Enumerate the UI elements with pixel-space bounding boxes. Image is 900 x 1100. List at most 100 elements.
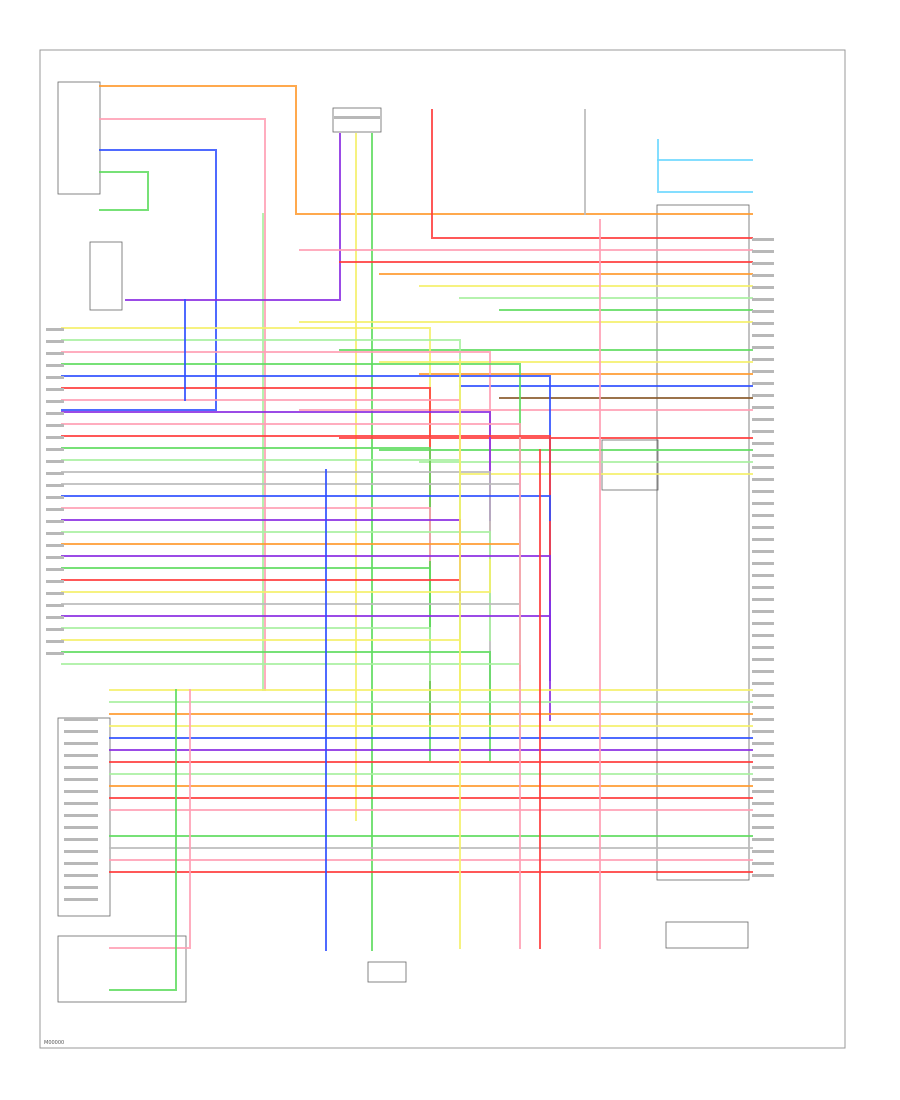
pin-mark-right: [752, 694, 774, 697]
pin-mark-right: [752, 874, 774, 877]
diagram-frame: [39, 49, 846, 1049]
wire-layer: [61, 85, 753, 991]
pin-mark-right: [752, 706, 774, 709]
pin-mark-right: [752, 574, 774, 577]
pin-mark-left: [46, 604, 64, 607]
wire-left-4: [61, 375, 551, 681]
module-label-mark: [334, 116, 380, 119]
wire-top-orange: [99, 85, 753, 215]
pin-mark-right: [752, 658, 774, 661]
wire-v-left-b: [109, 689, 177, 991]
switch-assembly-top-left: [57, 81, 101, 195]
pin-mark-right: [752, 586, 774, 589]
pin-mark-right: [752, 862, 774, 865]
pin-mark-left-lower: [64, 838, 98, 841]
pin-mark-right: [752, 250, 774, 253]
pin-mark-left: [46, 328, 64, 331]
pin-mark-right: [752, 550, 774, 553]
sensor-block-left: [89, 241, 123, 311]
pin-mark-right: [752, 262, 774, 265]
pin-mark-left: [46, 436, 64, 439]
pin-mark-left-lower: [64, 886, 98, 889]
pin-mark-right: [752, 418, 774, 421]
wire-left-9: [61, 435, 551, 601]
ecu-connector-right: [656, 204, 750, 881]
pin-mark-left-lower: [64, 730, 98, 733]
pin-mark-right: [752, 838, 774, 841]
wire-left-20: [61, 567, 431, 761]
pin-mark-left-lower: [64, 850, 98, 853]
module-top-center: [332, 107, 382, 133]
pin-mark-left: [46, 364, 64, 367]
pin-mark-left-lower: [64, 826, 98, 829]
pin-mark-right: [752, 322, 774, 325]
pin-mark-right: [752, 490, 774, 493]
pin-mark-left: [46, 580, 64, 583]
pin-mark-right: [752, 754, 774, 757]
pin-mark-left: [46, 568, 64, 571]
wire-left-15: [61, 507, 431, 561]
wire-left-14: [61, 495, 551, 521]
wire-left-22: [61, 559, 491, 593]
wire-red-top: [431, 109, 753, 239]
pin-mark-left-lower: [64, 898, 98, 901]
pin-mark-right: [752, 766, 774, 769]
wire-left-3: [61, 363, 521, 641]
pin-mark-left: [46, 520, 64, 523]
pin-mark-left: [46, 340, 64, 343]
pin-mark-left: [46, 556, 64, 559]
pin-mark-left-lower: [64, 718, 98, 721]
pin-mark-left: [46, 388, 64, 391]
wire-top-blue: [61, 149, 217, 411]
pin-mark-right: [752, 346, 774, 349]
wire-left-11: [61, 459, 461, 681]
pin-mark-left: [46, 532, 64, 535]
wire-left-24: [61, 615, 551, 641]
pin-mark-left: [46, 460, 64, 463]
connector-bottom-right: [665, 921, 749, 949]
wire-left-17: [61, 531, 491, 641]
pin-mark-right: [752, 406, 774, 409]
wire-v-left-a: [109, 689, 191, 949]
pin-mark-right: [752, 730, 774, 733]
pin-mark-left: [46, 652, 64, 655]
pin-mark-right: [752, 646, 774, 649]
pin-mark-right: [752, 454, 774, 457]
pin-mark-right: [752, 610, 774, 613]
pin-mark-right: [752, 238, 774, 241]
pin-mark-left-lower: [64, 874, 98, 877]
pin-mark-right: [752, 598, 774, 601]
wire-left-12: [61, 471, 491, 721]
pin-mark-left: [46, 352, 64, 355]
pin-mark-right: [752, 526, 774, 529]
pin-mark-right: [752, 466, 774, 469]
component-boxes: [57, 81, 750, 1003]
footer-code: M00000: [44, 1040, 64, 1046]
pin-mark-right: [752, 478, 774, 481]
wire-top-green: [99, 171, 149, 211]
wire-left-19: [61, 555, 551, 721]
pin-mark-left: [46, 616, 64, 619]
pin-mark-left-lower: [64, 862, 98, 865]
pin-mark-left: [46, 484, 64, 487]
pin-mark-left-lower: [64, 790, 98, 793]
pin-mark-right: [752, 502, 774, 505]
pin-mark-left-lower: [64, 814, 98, 817]
pin-mark-left-lower: [64, 754, 98, 757]
pin-mark-right: [752, 538, 774, 541]
pin-mark-right: [752, 742, 774, 745]
pin-mark-right: [752, 370, 774, 373]
pin-mark-left: [46, 640, 64, 643]
pin-mark-left: [46, 592, 64, 595]
wire-left-23: [61, 599, 521, 605]
pin-mark-right: [752, 802, 774, 805]
pin-mark-left: [46, 400, 64, 403]
pin-mark-left: [46, 628, 64, 631]
pin-mark-right: [752, 274, 774, 277]
pin-mark-left: [46, 412, 64, 415]
connector-bottom-left: [57, 935, 187, 1003]
pin-mark-right: [752, 826, 774, 829]
wire-left-8: [61, 423, 521, 561]
pin-mark-right: [752, 430, 774, 433]
